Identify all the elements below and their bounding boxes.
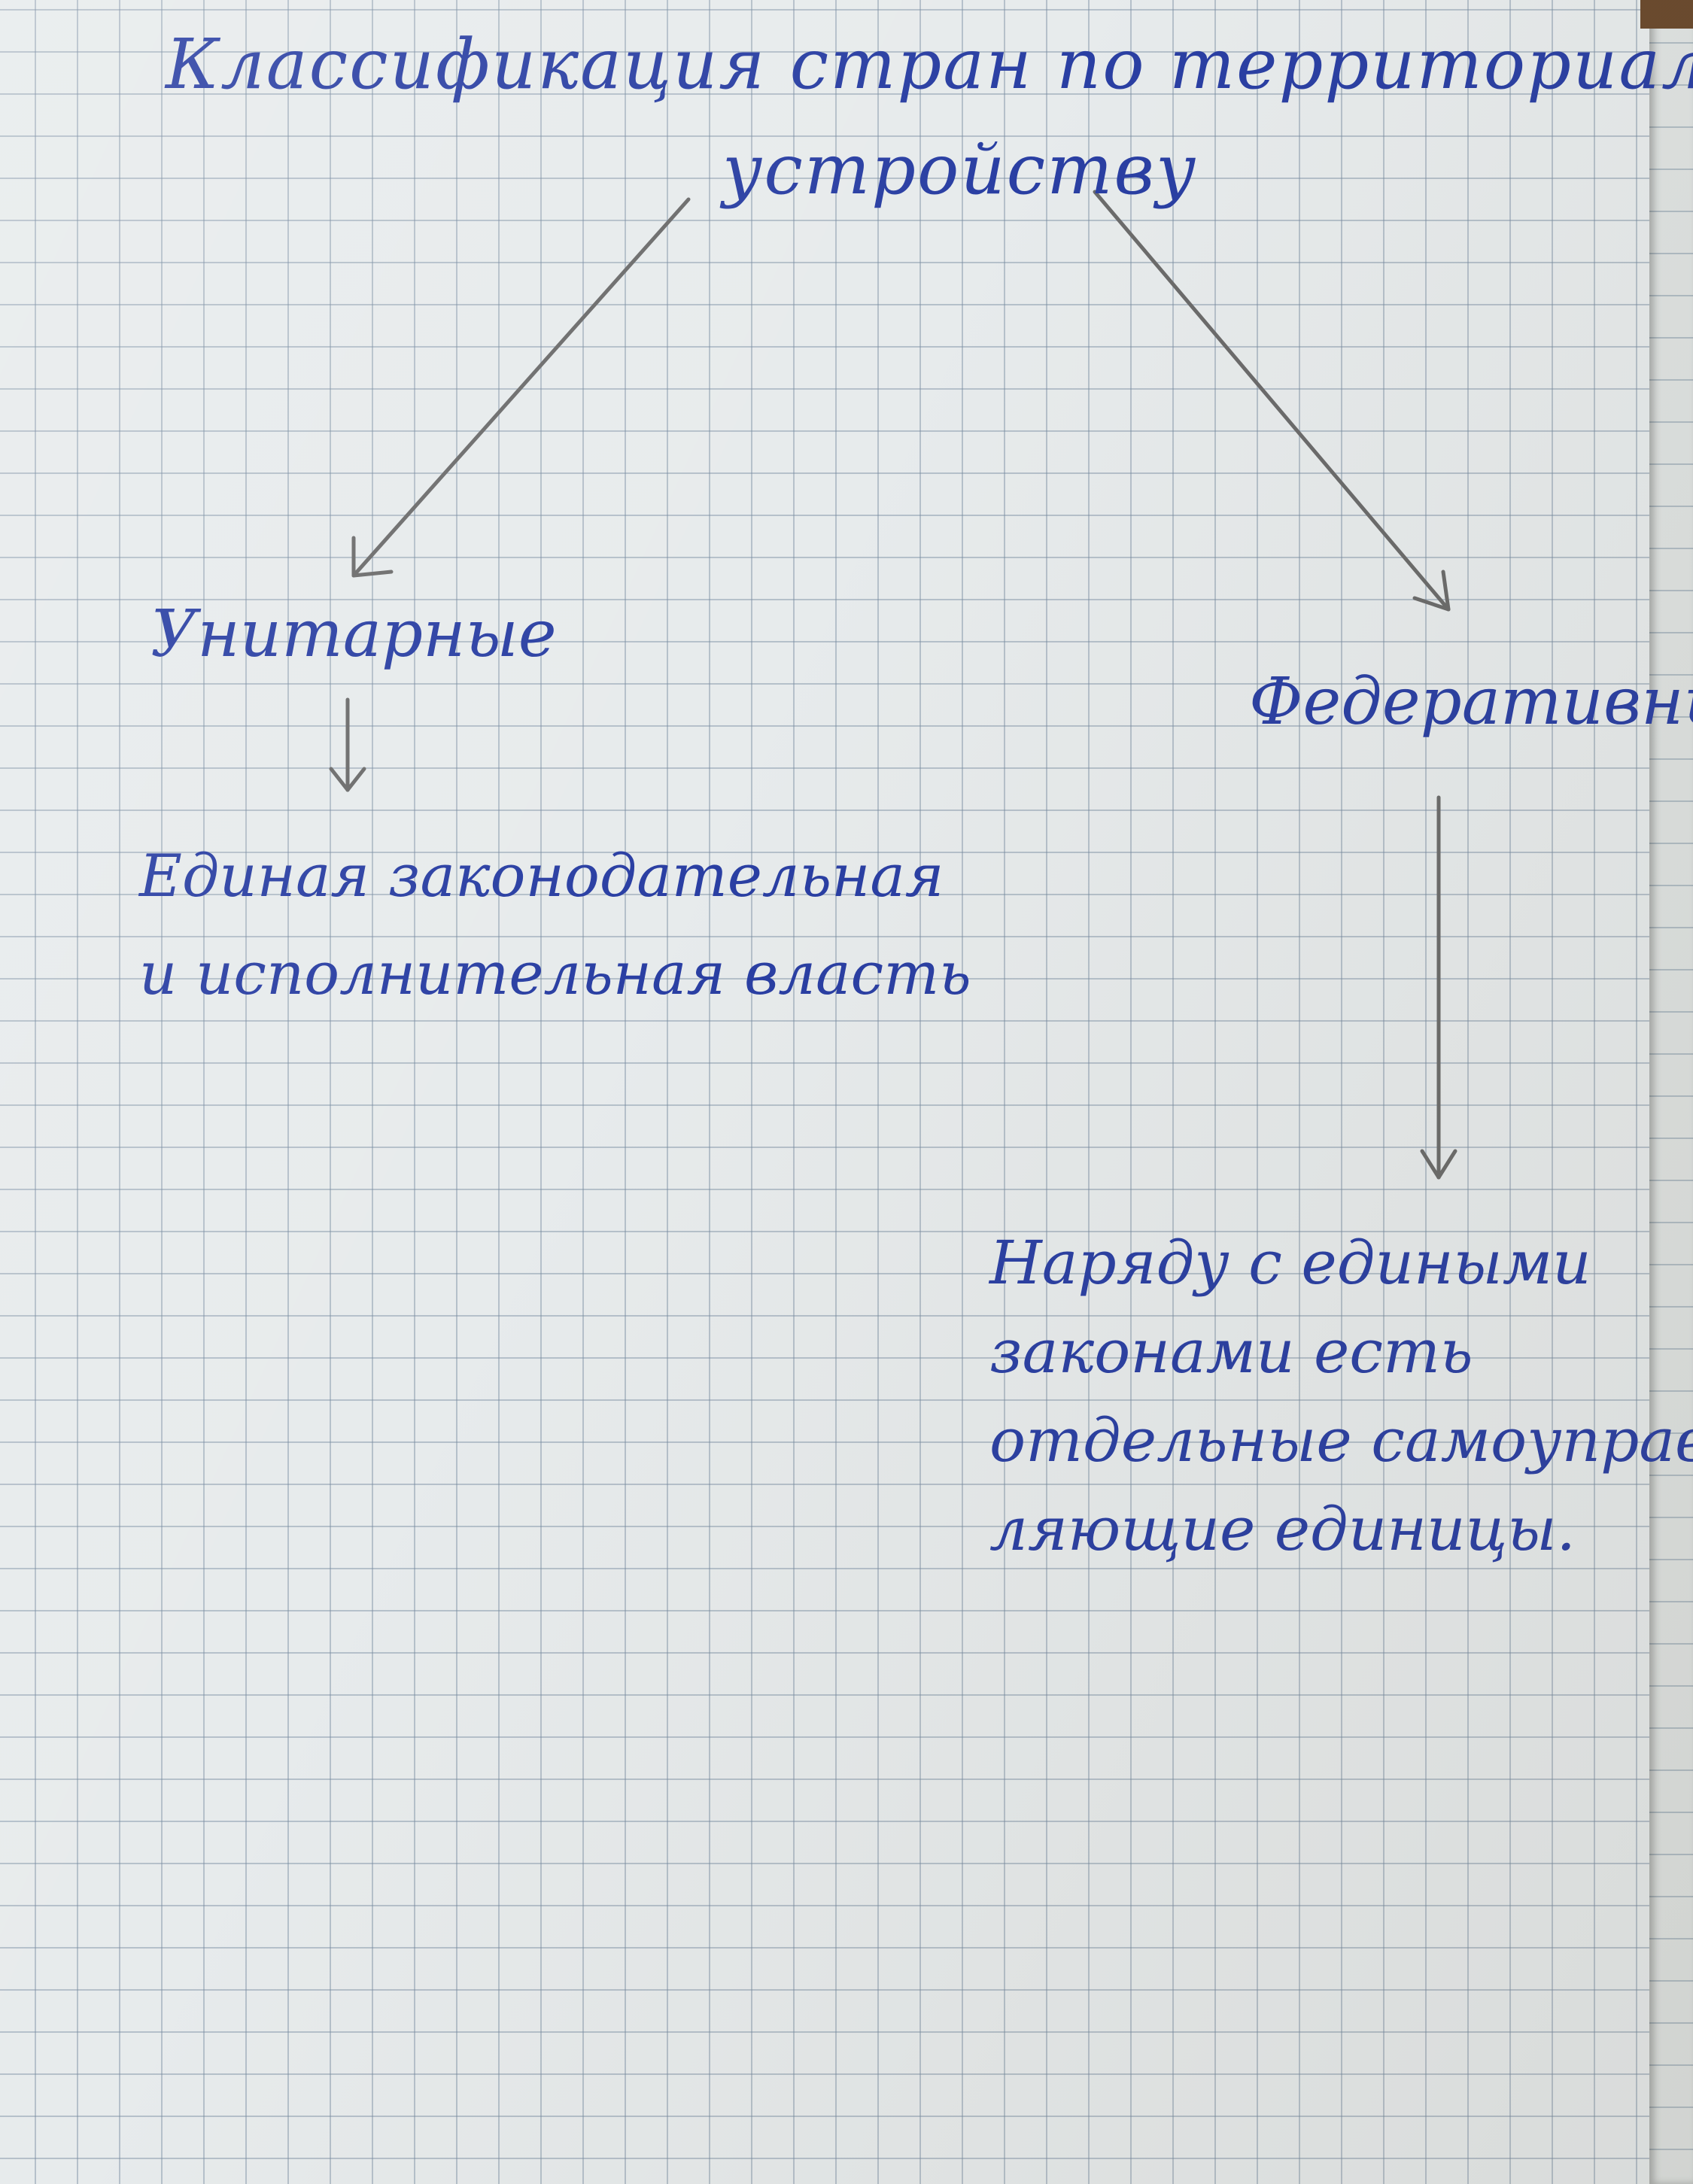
federal-description: Наряду с едиными законами есть отдельные… xyxy=(989,1219,1693,1574)
unitary-description: Единая законодательная и исполнительная … xyxy=(139,828,971,1023)
federal-description-line: ляющие единицы. xyxy=(989,1494,1576,1564)
table-surface xyxy=(1640,0,1693,29)
arrow-title-to-unitary xyxy=(351,197,691,578)
unitary-node-label: Унитарные xyxy=(150,597,557,672)
federal-description-line: Наряду с едиными xyxy=(989,1228,1591,1298)
adjacent-page-edge xyxy=(1649,0,1693,2184)
diagram-title-line-1: Классификация стран по территориальному xyxy=(166,24,1693,105)
federal-description-line: отдельные самоуправ- xyxy=(989,1405,1693,1475)
arrow-title-to-federal xyxy=(1093,190,1451,612)
arrow-unitary-to-description xyxy=(329,697,366,792)
unitary-description-line: Единая законодательная xyxy=(139,843,944,910)
federal-description-line: законами есть xyxy=(989,1317,1473,1387)
federal-node-label: Федеративные xyxy=(1249,664,1693,740)
unitary-description-line: и исполнительная власть xyxy=(139,940,971,1008)
arrow-federal-to-description xyxy=(1420,795,1457,1180)
diagram-title-line-2: устройству xyxy=(722,129,1198,210)
